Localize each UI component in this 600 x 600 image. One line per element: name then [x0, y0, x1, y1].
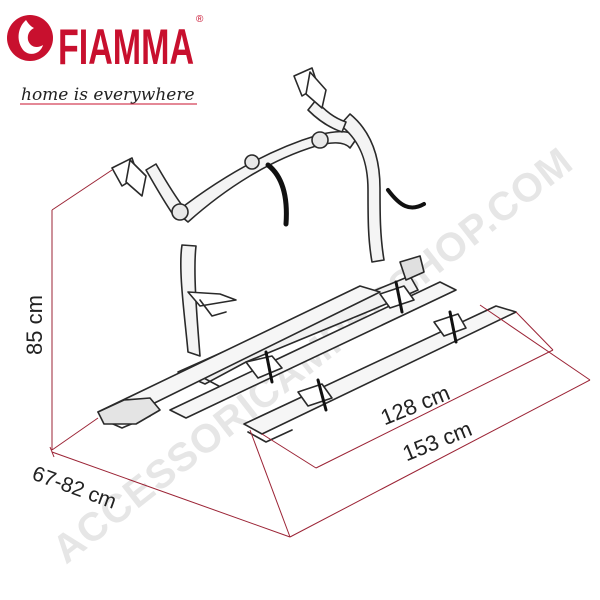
depth-dimension-label: 67-82 cm: [29, 462, 119, 514]
brand-logo: FIAMMA ® home is everywhere: [7, 14, 204, 105]
height-dimension-label: 85 cm: [22, 295, 47, 355]
dimension-lines: [49, 169, 591, 538]
brand-tagline: home is everywhere: [21, 85, 195, 105]
outer-width-dimension-label: 153 cm: [399, 416, 475, 466]
inner-width-dimension-label: 128 cm: [377, 380, 453, 430]
bike-carrier-illustration: [97, 67, 517, 443]
fiamma-flame-logo-icon: [7, 15, 53, 61]
brand-registered-mark: ®: [196, 14, 204, 25]
brand-name: FIAMMA: [58, 19, 194, 75]
